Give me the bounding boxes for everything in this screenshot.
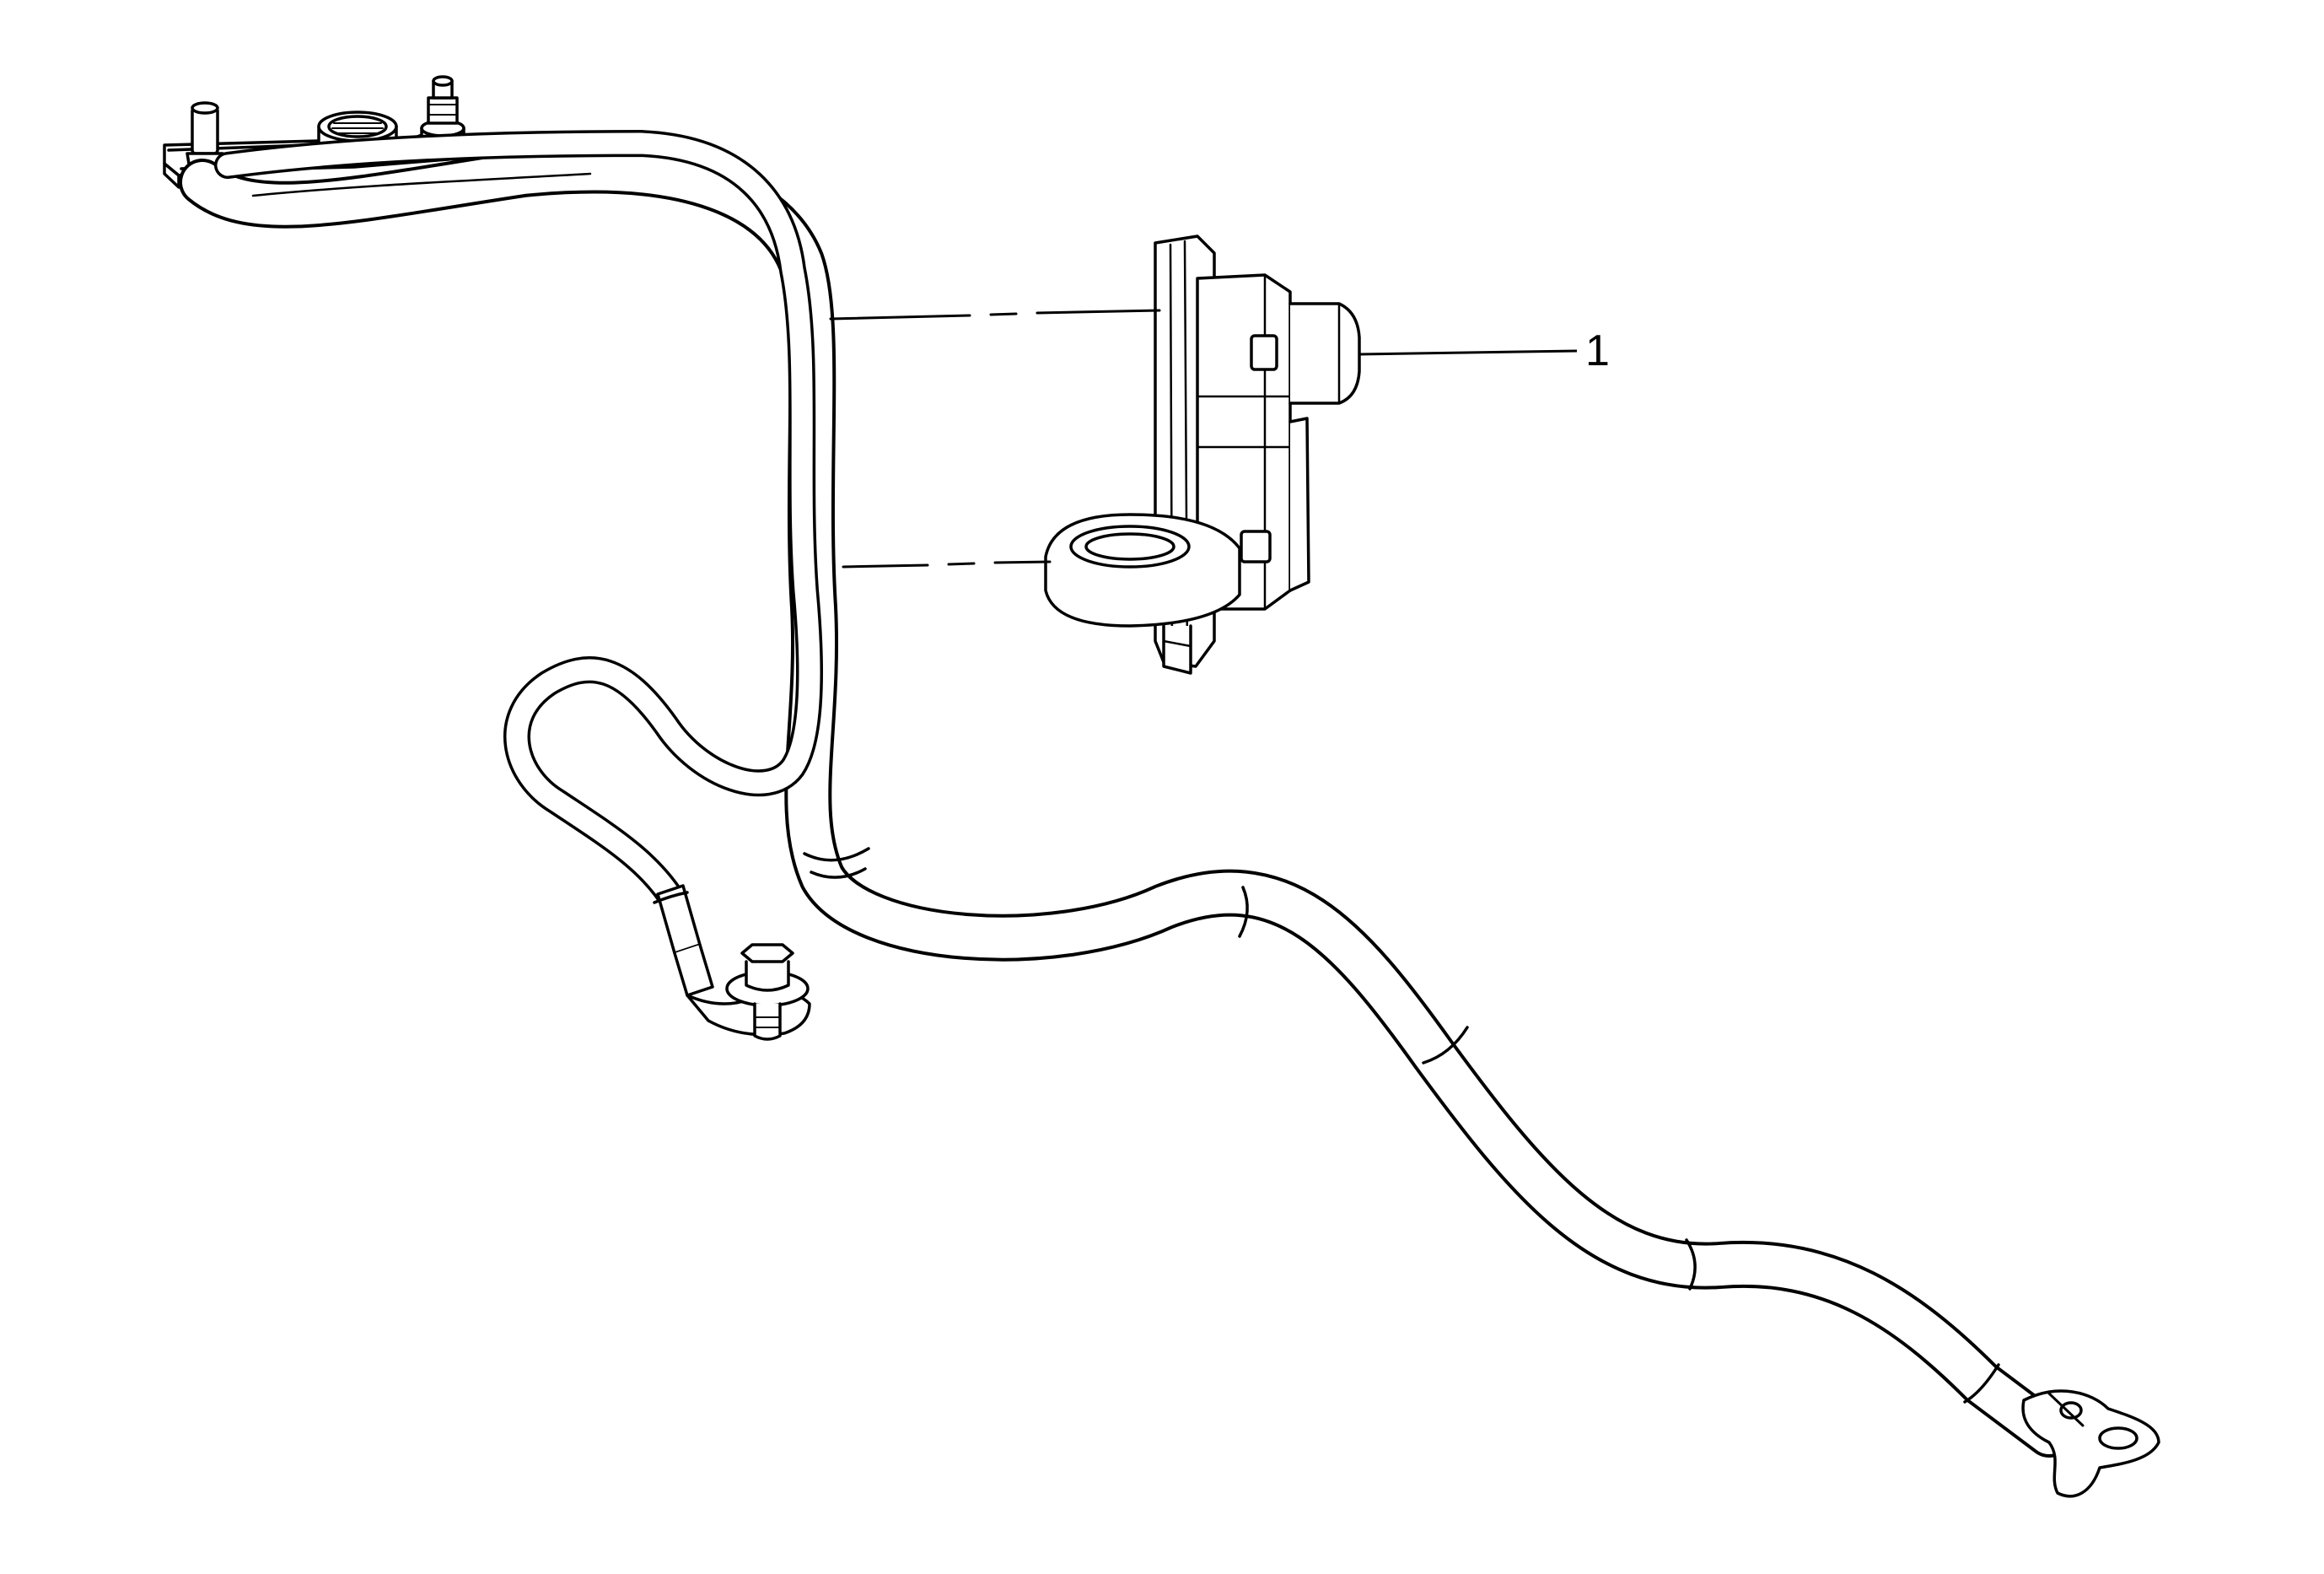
alignment-leaders [829, 309, 1161, 569]
ground-strap-terminal [653, 884, 811, 1041]
callout-1-label: 1 [1585, 326, 1610, 375]
auxiliary-cable [214, 130, 823, 916]
callout-1-leader [1358, 349, 1578, 356]
main-battery-cable [179, 146, 2073, 1458]
ground-ring-lug [2021, 1389, 2160, 1498]
cable-sleeves [803, 847, 2000, 1404]
callout-1: 1 [1358, 326, 1610, 375]
current-sensor [1044, 234, 1361, 675]
